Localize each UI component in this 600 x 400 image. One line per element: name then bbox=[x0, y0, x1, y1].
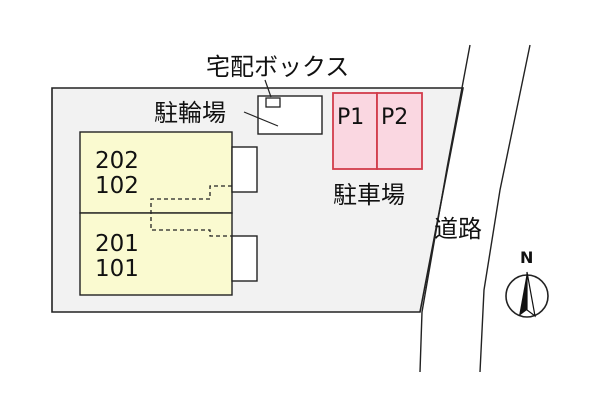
annex-upper bbox=[231, 146, 258, 193]
corridor-dashed bbox=[150, 185, 232, 237]
parking-label: 駐車場 bbox=[333, 181, 405, 209]
delivery-box-label: 宅配ボックス bbox=[206, 53, 349, 81]
parking-space-p2 bbox=[376, 92, 423, 170]
building-lower bbox=[79, 212, 233, 296]
north-label: N bbox=[520, 248, 533, 267]
parking-space-label-p1: P1 bbox=[337, 105, 364, 130]
parking-space-label-p2: P2 bbox=[381, 105, 408, 130]
unit-number-101: 101 bbox=[95, 256, 139, 282]
bicycle-parking-leader bbox=[243, 111, 279, 127]
unit-number-102: 102 bbox=[95, 173, 139, 199]
annex-lower bbox=[231, 235, 258, 282]
road-edge-left bbox=[419, 44, 471, 373]
unit-number-201: 201 bbox=[95, 231, 139, 257]
compass-icon: N bbox=[505, 248, 549, 318]
delivery-box bbox=[265, 97, 281, 108]
bicycle-parking-label: 駐輪場 bbox=[154, 99, 226, 127]
road-label: 道路 bbox=[434, 215, 482, 243]
delivery-box-leader bbox=[264, 79, 272, 98]
unit-number-202: 202 bbox=[95, 148, 139, 174]
road-edge-right bbox=[479, 44, 531, 373]
